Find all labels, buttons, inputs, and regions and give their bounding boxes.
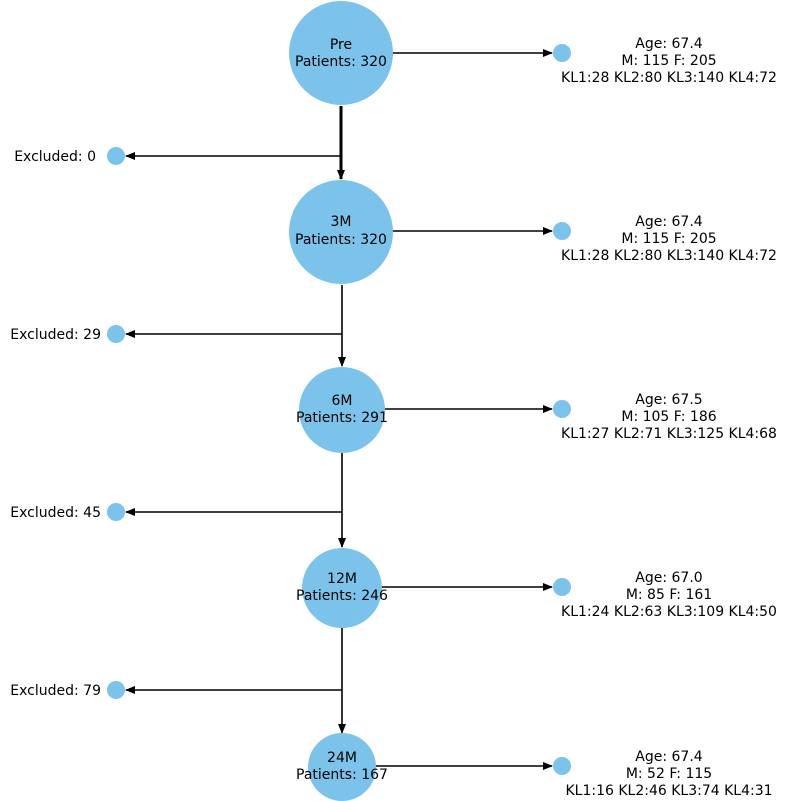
demographics-kl: KL1:16 KL2:46 KL3:74 KL4:31	[565, 783, 772, 799]
demographics-sex: M: 105 F: 186	[621, 409, 716, 425]
stage-node-pre: Pre Patients: 320	[289, 1, 393, 105]
demographics-dot	[553, 757, 571, 775]
exclusion-node-1: Excluded: 0	[14, 147, 125, 165]
stage-circle	[302, 548, 382, 628]
edges-layer	[125, 49, 553, 770]
stage-circle	[289, 1, 393, 105]
demographics-kl: KL1:24 KL2:63 KL3:109 KL4:50	[561, 604, 777, 620]
demographics-node-3m: Age: 67.4 M: 115 F: 205 KL1:28 KL2:80 KL…	[553, 214, 777, 264]
demographics-dot	[553, 222, 571, 240]
exclusion-label: Excluded: 0	[14, 149, 96, 165]
stage-name: 3M	[331, 214, 352, 230]
demographics-age: Age: 67.5	[635, 392, 702, 408]
demographics-node-12m: Age: 67.0 M: 85 F: 161 KL1:24 KL2:63 KL3…	[553, 570, 777, 620]
stage-node-12m: 12M Patients: 246	[296, 548, 388, 628]
demographics-dot	[553, 44, 571, 62]
stage-circle	[299, 367, 385, 453]
demographics-age: Age: 67.4	[635, 214, 703, 230]
stage-node-3m: 3M Patients: 320	[289, 180, 393, 284]
demographics-kl: KL1:28 KL2:80 KL3:140 KL4:72	[561, 70, 777, 86]
demographics-kl: KL1:27 KL2:71 KL3:125 KL4:68	[561, 426, 777, 442]
stage-node-24m: 24M Patients: 167	[296, 733, 388, 801]
stage-name: 12M	[327, 571, 357, 587]
demographics-node-24m: Age: 67.4 M: 52 F: 115 KL1:16 KL2:46 KL3…	[553, 749, 773, 799]
exclusion-dot	[107, 325, 125, 343]
nodes-layer: Pre Patients: 320 3M Patients: 320 6M Pa…	[10, 1, 777, 801]
demographics-sex: M: 115 F: 205	[621, 231, 716, 247]
stage-patients: Patients: 320	[295, 232, 387, 248]
demographics-sex: M: 85 F: 161	[626, 587, 712, 603]
stage-circle	[289, 180, 393, 284]
demographics-dot	[553, 400, 571, 418]
demographics-age: Age: 67.0	[635, 570, 702, 586]
demographics-node-6m: Age: 67.5 M: 105 F: 186 KL1:27 KL2:71 KL…	[553, 392, 777, 442]
stage-name: 6M	[332, 393, 353, 409]
demographics-sex: M: 52 F: 115	[626, 766, 712, 782]
stage-circle	[308, 733, 376, 801]
exclusion-label: Excluded: 45	[10, 505, 101, 521]
stage-patients: Patients: 291	[296, 410, 388, 426]
exclusion-dot	[107, 681, 125, 699]
exclusion-node-3: Excluded: 45	[10, 503, 125, 521]
exclusion-dot	[107, 503, 125, 521]
exclusion-label: Excluded: 29	[10, 327, 101, 343]
stage-node-6m: 6M Patients: 291	[296, 367, 388, 453]
stage-patients: Patients: 246	[296, 588, 388, 604]
stage-patients: Patients: 320	[295, 54, 387, 70]
demographics-dot	[553, 578, 571, 596]
exclusion-node-4: Excluded: 79	[10, 681, 125, 699]
stage-name: Pre	[330, 37, 352, 53]
demographics-age: Age: 67.4	[635, 749, 703, 765]
demographics-sex: M: 115 F: 205	[621, 53, 716, 69]
stage-patients: Patients: 167	[296, 767, 388, 783]
exclusion-dot	[107, 147, 125, 165]
stage-name: 24M	[327, 750, 357, 766]
exclusion-node-2: Excluded: 29	[10, 325, 125, 343]
exclusion-label: Excluded: 79	[10, 683, 101, 699]
demographics-node-pre: Age: 67.4 M: 115 F: 205 KL1:28 KL2:80 KL…	[553, 36, 777, 86]
demographics-kl: KL1:28 KL2:80 KL3:140 KL4:72	[561, 248, 777, 264]
demographics-age: Age: 67.4	[635, 36, 703, 52]
